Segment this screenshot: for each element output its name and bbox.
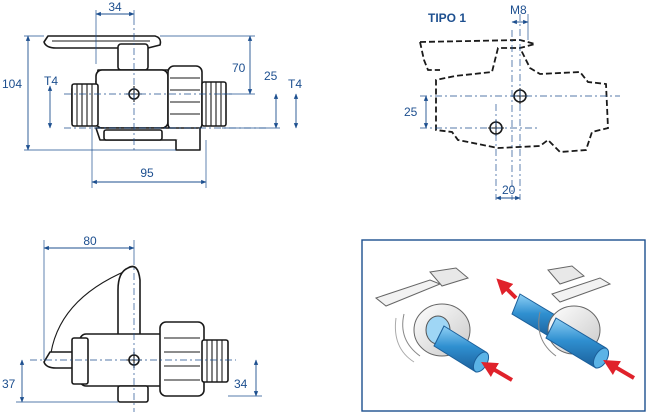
dim-front-top: 34 [108,0,122,14]
valve-flow-straight-icon [374,267,514,382]
dim-front-height-70: 70 [232,61,246,75]
valve-flow-through-icon [496,265,636,380]
dim-tipo1-vertical: 25 [404,105,418,119]
dim-bottom-top: 80 [83,234,97,248]
dim-front-t4-right: T4 [288,77,302,91]
dim-front-width: 95 [140,166,154,180]
bottom-view: 80 37 34 [2,234,262,412]
dim-tipo1-horizontal: 20 [502,183,516,197]
dim-front-t4-left: T4 [44,74,58,88]
front-view: 34 104 T4 70 25 T4 95 [2,0,302,188]
tipo1-title: TIPO 1 [428,11,466,25]
flow-illustration-panel [361,239,646,412]
dim-bottom-left: 37 [2,377,16,391]
tipo1-view: TIPO 1 M8 25 20 [404,3,620,201]
dim-front-height-total: 104 [2,77,22,91]
dim-tipo1-thread: M8 [510,3,527,17]
dim-front-height-25: 25 [264,69,278,83]
dim-bottom-right: 34 [234,377,248,391]
